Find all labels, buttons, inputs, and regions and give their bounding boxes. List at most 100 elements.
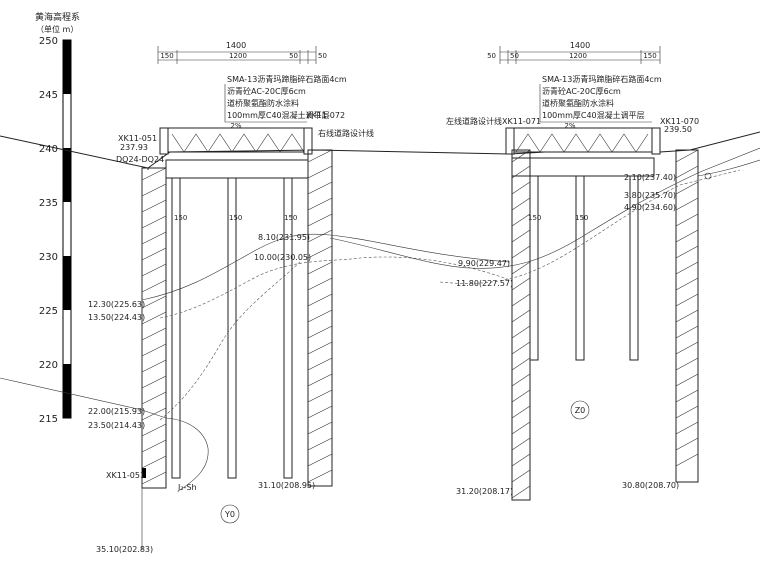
section-marker-label: Y0 [224,510,235,519]
bridge-deck [165,127,309,153]
dim-part: 50 [318,52,327,60]
scale-tick: 225 [39,306,58,317]
abutment-wall [307,149,333,487]
pavement-note: SMA-13沥青玛蹄脂碎石路面4cm [542,74,662,84]
pile [529,175,539,361]
scale-bar-black-3 [63,256,71,310]
point-label-dq: DQ24-DQ24 [116,155,164,164]
section-marker [570,400,590,420]
scale-tick: 250 [39,36,58,47]
deck-truss [171,133,305,153]
scale-tick: 220 [39,360,58,371]
layer-label: 10.00(230.05) [254,253,311,262]
borehole-sample [142,468,146,478]
dim-part: 1200 [229,52,247,60]
dim-total: 1400 [226,41,246,50]
dim-part: 50 [487,52,496,60]
pavement-note: 100mm厚C40混凝土调平层 [542,110,645,120]
cap-beam [165,159,309,179]
pile-label: 150 [284,214,297,222]
scale-title: 黄海高程系 [35,11,80,23]
dim-part: 1200 [569,52,587,60]
abutment-wall [675,149,699,483]
layer-label: 3.80(235.70) [624,191,676,200]
pavement-note: 沥青砼AC-20C厚6cm [227,86,306,96]
pile-bottom-label: 31.10(208.95) [258,481,315,490]
section-marker-label: Z0 [575,406,586,415]
point-elevation: 237.93 [120,143,148,152]
pile-bottom-label: 31.20(208.17) [456,487,513,496]
scale-unit: （单位 m） [36,24,78,34]
scale-tick: 245 [39,90,58,101]
layer-boundary-dashed [159,261,301,421]
layer-label: 8.10(231.95) [258,233,310,242]
layer-boundary [697,159,760,177]
scale-tick: 235 [39,198,58,209]
point-label: XK11-072 [306,111,345,120]
point-label: XK11-051 [118,134,157,143]
pavement-note: 道桥聚氨酯防水涂料 [542,98,614,108]
layer-label: 2.10(237.40) [624,173,676,182]
layer-label: 12.30(225.63) [88,300,145,309]
dim-part: 50 [510,52,519,60]
layer-label: 4.90(234.60) [624,203,676,212]
layer-label: 9.90(229.47) [458,259,510,268]
deck-parapet [159,127,169,155]
pile-label: 150 [528,214,541,222]
pile [171,177,181,479]
left-bridge: 1400 150 1200 50 50 SMA-13沥青玛蹄脂碎石路面4cm 沥… [0,41,511,554]
layer-boundary-dashed [439,169,741,284]
scale-bar-black-2 [63,148,71,202]
pavement-note: SMA-13沥青玛蹄脂碎石路面4cm [227,74,347,84]
layer-label: 11.80(227.57) [456,279,513,288]
layer-boundary [0,377,209,491]
pile-label: 150 [174,214,187,222]
dim-part: 50 [289,52,298,60]
point-label: XK11-071 [502,117,541,126]
note-leader [224,84,307,123]
scale-bar-frame [62,39,72,419]
pile [283,177,293,479]
dim-part: 150 [160,52,173,60]
pile [227,177,237,479]
deck-slope: 2% [230,122,241,130]
deck-slope: 2% [564,122,575,130]
point-elevation: 239.50 [664,125,692,134]
pavement-note: 100mm厚C40混凝土调平层 [227,110,330,120]
level-marker [704,172,712,180]
abutment-hatch [511,149,531,499]
pavement-note: 沥青砼AC-20C厚6cm [542,86,621,96]
deck-parapet [505,127,515,155]
layer-label: 13.50(224.43) [88,313,145,322]
elevation-scale: 黄海高程系 （单位 m） 250 245 240 235 230 225 220… [35,11,80,425]
scale-tick: 230 [39,252,58,263]
layer-label: 22.00(215.93) [88,407,145,416]
pile [629,175,639,361]
deck-truss [515,133,649,153]
soil-note: J₂-Sh [177,483,197,492]
note-leader [539,84,652,123]
layer-label: 23.50(214.43) [88,421,145,430]
scale-bar-black-1 [63,40,71,94]
dim-total: 1400 [570,41,590,50]
scale-tick: 215 [39,414,58,425]
layer-boundary [141,233,511,301]
layer-boundary-dashed [159,256,511,319]
scale-bar-black-4 [63,364,71,418]
pavement-note: 道桥聚氨酯防水涂料 [227,98,299,108]
pile-label: 150 [229,214,242,222]
bridge-deck [511,127,655,153]
road-design-line-label: 左线道路设计线 [446,116,502,126]
layer-boundary [329,147,760,269]
pile-bottom-label: 30.80(208.70) [622,481,679,490]
right-bridge: 1400 50 50 1200 150 SMA-13沥青玛蹄脂碎石路面4cm 沥… [329,41,760,501]
section-marker [220,504,240,524]
scale-tick: 240 [39,144,58,155]
pile [575,175,585,361]
borehole-label: XK11-051 [106,471,145,480]
borehole-bottom: 35.10(202.83) [96,545,153,554]
dim-part: 150 [643,52,656,60]
abutment-wall [141,167,167,489]
point-label: XK11-070 [660,117,699,126]
